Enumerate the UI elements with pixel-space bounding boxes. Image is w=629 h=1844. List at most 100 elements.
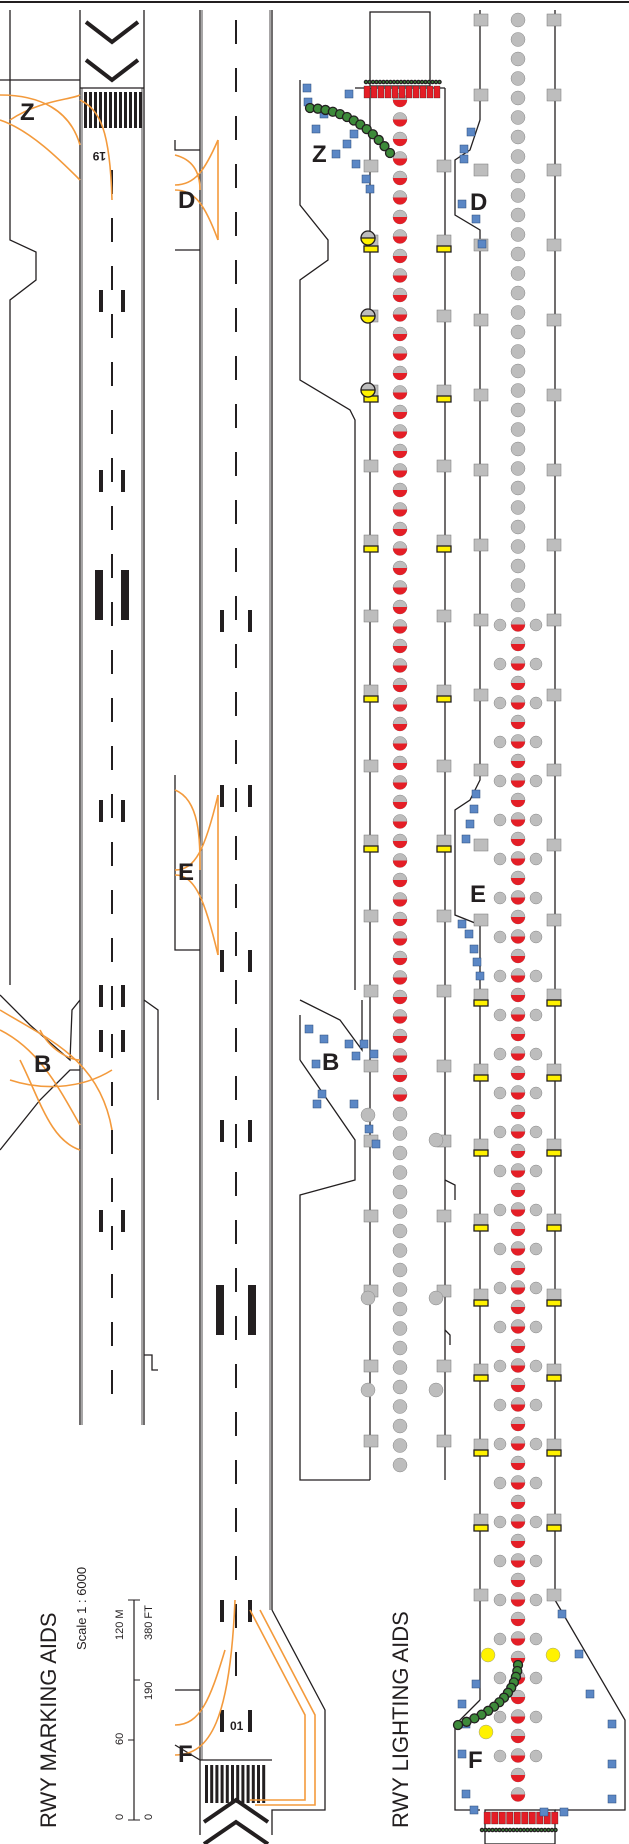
threshold-bar — [104, 92, 107, 128]
touchdown-mark — [121, 570, 129, 620]
threshold-light — [398, 85, 406, 99]
tdz-light — [529, 1242, 543, 1256]
centerline-light-red-half — [393, 295, 407, 302]
taxi-center-light — [461, 1716, 472, 1727]
guard-light — [363, 695, 379, 703]
centerline-light-red-half — [393, 139, 407, 146]
edge-light — [546, 613, 562, 627]
threshold-light — [412, 85, 420, 99]
centerline-light-red-half — [393, 919, 407, 926]
touchdown-mark — [121, 800, 125, 822]
tdz-light — [529, 1320, 543, 1334]
centerline-light-red-half — [511, 1385, 525, 1392]
edge-light — [363, 759, 379, 773]
centerline-light-red-half — [393, 275, 407, 283]
edge-light — [436, 1059, 452, 1073]
touchdown-mark — [99, 290, 103, 312]
centerline-light-red-half — [393, 724, 407, 731]
centerline-light — [510, 188, 526, 203]
lighting-b-label: B — [322, 1049, 339, 1076]
threshold-bar — [210, 1765, 214, 1803]
taxi-edge-light — [585, 1689, 595, 1699]
threshold-green — [528, 1827, 534, 1833]
threshold-green — [546, 1827, 551, 1833]
centerline-light-red-half — [511, 1502, 525, 1509]
lighting-south-section — [452, 10, 626, 1844]
threshold-bar — [215, 1765, 219, 1803]
threshold-green — [398, 79, 404, 85]
threshold-light — [370, 85, 378, 99]
edge-light — [436, 309, 452, 323]
tdz-light — [529, 813, 543, 827]
edge-light — [436, 1209, 452, 1223]
threshold-bar — [124, 92, 127, 128]
threshold-light — [513, 1811, 521, 1825]
touchdown-mark — [121, 985, 125, 1007]
centerline-light-red-half — [511, 1521, 525, 1529]
touchdown-mark — [220, 1120, 224, 1142]
centerline-light-red-half — [511, 878, 525, 885]
marking-north-section — [0, 10, 159, 1425]
threshold-green — [405, 79, 411, 85]
centerline-light-red-half — [511, 663, 525, 671]
threshold-green — [511, 1827, 516, 1833]
centerline-light-red-half — [393, 568, 407, 575]
centerline-light-red-half — [393, 899, 407, 907]
threshold-green — [416, 79, 421, 85]
centerline-light — [510, 578, 526, 593]
edge-light — [546, 238, 562, 252]
edge-light — [473, 1438, 489, 1452]
threshold-bar — [109, 92, 112, 128]
threshold-bar — [262, 1765, 266, 1803]
centerline-light-red-half — [393, 490, 407, 497]
guard-light — [546, 1299, 562, 1307]
guard-light — [436, 695, 452, 703]
edge-light — [363, 159, 379, 173]
taxi-edge-light — [302, 83, 312, 93]
touchdown-mark — [248, 950, 252, 972]
centerline-light-red-half — [393, 821, 407, 829]
tdz-light — [493, 696, 507, 710]
hold-light-yellow — [360, 237, 376, 246]
centerline-light-red-half — [393, 802, 407, 809]
centerline-light-red-half — [393, 412, 407, 419]
touchdown-mark — [121, 470, 125, 492]
centerline-light-red-half — [393, 197, 407, 205]
edge-light — [473, 1213, 489, 1227]
centerline-light-red-half — [511, 1053, 525, 1061]
threshold-green — [500, 1827, 506, 1833]
marking-title: RWY MARKING AIDS — [36, 1612, 61, 1828]
threshold-green — [363, 79, 369, 85]
taxi-edge-light — [364, 1124, 374, 1134]
touchdown-mark — [220, 610, 224, 632]
taxi-edge-light — [317, 1089, 327, 1099]
taxi-center-light — [452, 1719, 464, 1731]
centerline-light — [510, 12, 526, 28]
taxi-edge-light — [371, 1139, 381, 1149]
threshold-bar — [257, 1765, 260, 1803]
edge-light — [546, 1288, 562, 1302]
threshold-light — [384, 85, 392, 99]
marking-b-label: B — [34, 1051, 51, 1078]
centerline-light-red-half — [511, 1755, 525, 1763]
centerline-light-red-half — [511, 897, 525, 905]
threshold-green — [507, 1827, 513, 1833]
centerline-light-red-half — [511, 1404, 525, 1412]
taxi-edge-light — [349, 129, 359, 139]
taxi-edge-light — [457, 1699, 467, 1709]
centerline-light-red-half — [393, 373, 407, 380]
touchdown-mark — [121, 290, 125, 312]
threshold-light — [491, 1811, 499, 1825]
centerline-light-red-half — [511, 1365, 525, 1373]
threshold-green — [409, 79, 414, 85]
tdz-light — [529, 1359, 543, 1373]
taxi-edge-light — [304, 1024, 314, 1034]
threshold-light — [391, 85, 399, 99]
marking-d-label: D — [178, 187, 195, 214]
taxi-edge-light — [471, 789, 481, 799]
centerline-light — [510, 51, 526, 67]
guard-light — [363, 245, 379, 253]
taxi-edge-light — [457, 919, 467, 929]
tdz-light — [493, 1086, 507, 1100]
touchdown-mark — [220, 1600, 224, 1622]
